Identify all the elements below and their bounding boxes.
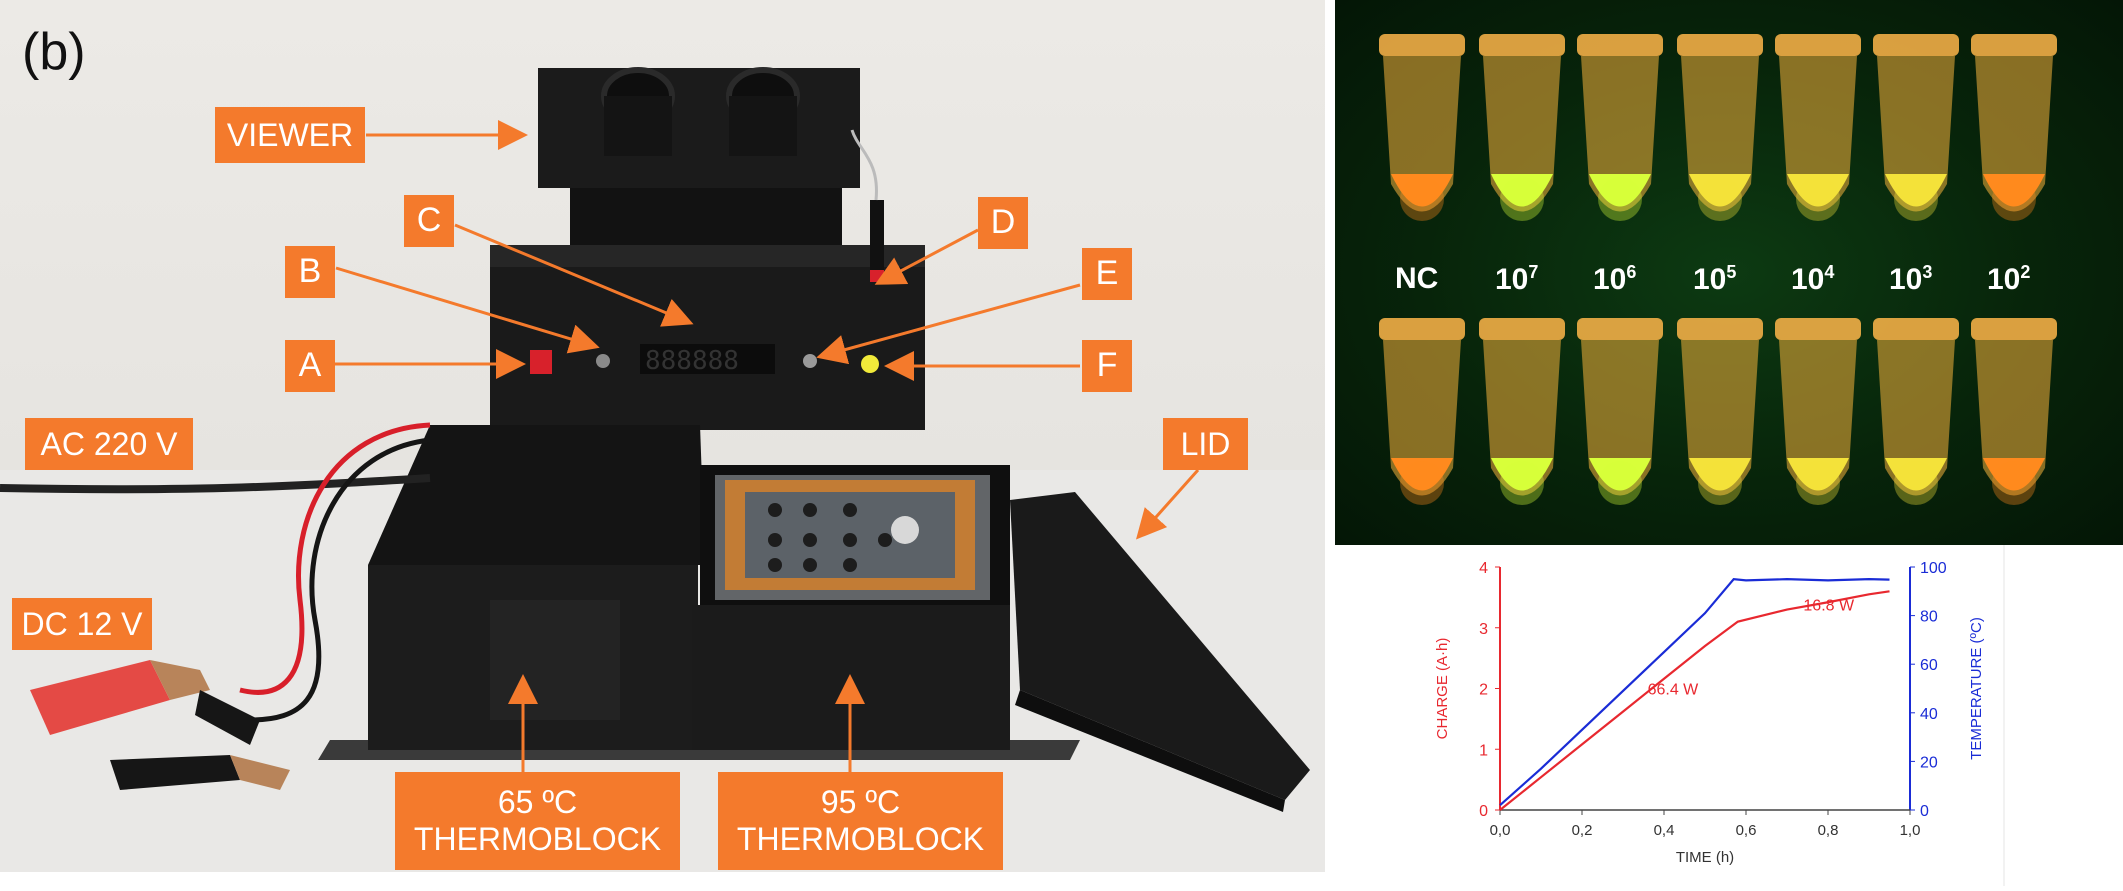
y-tick-label: 3 [1479, 621, 1488, 638]
y2-tick-label: 60 [1920, 657, 1938, 674]
concentration-exponent: 4 [1824, 262, 1835, 282]
x-tick-label: 0,2 [1572, 822, 1593, 839]
concentration-base: 10 [1987, 263, 2021, 296]
concentration-exponent: 5 [1726, 262, 1737, 282]
tube [1971, 318, 2057, 505]
tube [1677, 318, 1763, 505]
tube [1479, 34, 1565, 221]
x-tick-label: 1,0 [1900, 822, 1921, 839]
tube [1873, 318, 1959, 505]
lid-label: LID [1163, 418, 1248, 470]
callout-arrows [335, 120, 1200, 772]
concentration-exponent: 3 [1922, 262, 1933, 282]
alligator-clips [30, 660, 290, 790]
label-e: E [1082, 248, 1132, 300]
tube [1873, 34, 1959, 221]
x-tick-label: 0,6 [1736, 822, 1757, 839]
y2-tick-label: 80 [1920, 609, 1938, 626]
concentration-label: 105 [1693, 262, 1736, 297]
label-a: A [285, 340, 335, 392]
label-c: C [404, 195, 454, 247]
concentration-exponent: 2 [2020, 262, 2031, 282]
panel-letter: (b) [22, 23, 86, 81]
concentration-label: NC [1395, 262, 1438, 296]
ac-power-label: AC 220 V [25, 418, 193, 470]
tube [1379, 34, 1465, 221]
y-axis-label: CHARGE (A·h) [1434, 638, 1451, 740]
concentration-exponent: 6 [1626, 262, 1637, 282]
y-tick-label: 0 [1479, 803, 1488, 820]
x-tick-label: 0,8 [1818, 822, 1839, 839]
tube [1479, 318, 1565, 505]
power-annotation: 66.4 W [1648, 682, 1700, 699]
tube [1379, 318, 1465, 505]
concentration-base: 10 [1889, 263, 1923, 296]
concentration-label: 104 [1791, 262, 1834, 297]
tube [1677, 34, 1763, 221]
y2-axis-label: TEMPERATURE (ºC) [1968, 617, 1985, 760]
concentration-base: NC [1395, 262, 1439, 295]
device-photo: 888888 [0, 0, 1325, 872]
tube [1971, 34, 2057, 221]
concentration-label: 106 [1593, 262, 1636, 297]
concentration-base: 10 [1593, 263, 1627, 296]
concentration-base: 10 [1495, 263, 1529, 296]
tube [1775, 34, 1861, 221]
concentration-base: 10 [1693, 263, 1727, 296]
y2-tick-label: 40 [1920, 706, 1938, 723]
label-d: D [978, 197, 1028, 249]
y-tick-label: 2 [1479, 682, 1488, 699]
tube [1775, 318, 1861, 505]
thermoblock-65-label: 65 ºC THERMOBLOCK [395, 772, 680, 870]
tube [1577, 318, 1663, 505]
thermoblock-65-temp: 65 ºC [497, 784, 578, 821]
x-tick-label: 0,4 [1654, 822, 1675, 839]
svg-text:888888: 888888 [645, 346, 739, 376]
thermoblock-95-temp: 95 ºC [820, 784, 901, 821]
lid-part [1010, 492, 1310, 800]
tube [1577, 34, 1663, 221]
label-b: B [285, 246, 335, 298]
concentration-base: 10 [1791, 263, 1825, 296]
concentration-label: 103 [1889, 262, 1932, 297]
device-illustration: 888888 [0, 67, 1325, 872]
viewer-label: VIEWER [215, 107, 365, 163]
y-tick-label: 4 [1479, 560, 1488, 577]
thermoblock-65 [368, 425, 705, 750]
y2-tick-label: 100 [1920, 560, 1947, 577]
y2-tick-label: 0 [1920, 803, 1929, 820]
temperature-series-line [1499, 577, 1890, 806]
label-f: F [1082, 340, 1132, 392]
dc-power-label: DC 12 V [12, 598, 152, 650]
y-tick-label: 1 [1479, 742, 1488, 759]
concentration-exponent: 7 [1528, 262, 1539, 282]
concentration-label: 102 [1987, 262, 2030, 297]
x-axis-label: TIME (h) [1676, 849, 1734, 866]
y2-tick-label: 20 [1920, 754, 1938, 771]
power-annotation: 16.8 W [1803, 598, 1855, 615]
thermoblock-95-name: THERMOBLOCK [736, 821, 985, 857]
thermoblock-95-label: 95 ºC THERMOBLOCK [718, 772, 1003, 870]
concentration-label: 107 [1495, 262, 1538, 297]
tube-illustration [1379, 34, 2057, 505]
thermoblock-65-name: THERMOBLOCK [413, 821, 662, 857]
charge-series-line [1499, 590, 1890, 811]
x-tick-label: 0,0 [1490, 822, 1511, 839]
viewer-unit [538, 67, 860, 250]
